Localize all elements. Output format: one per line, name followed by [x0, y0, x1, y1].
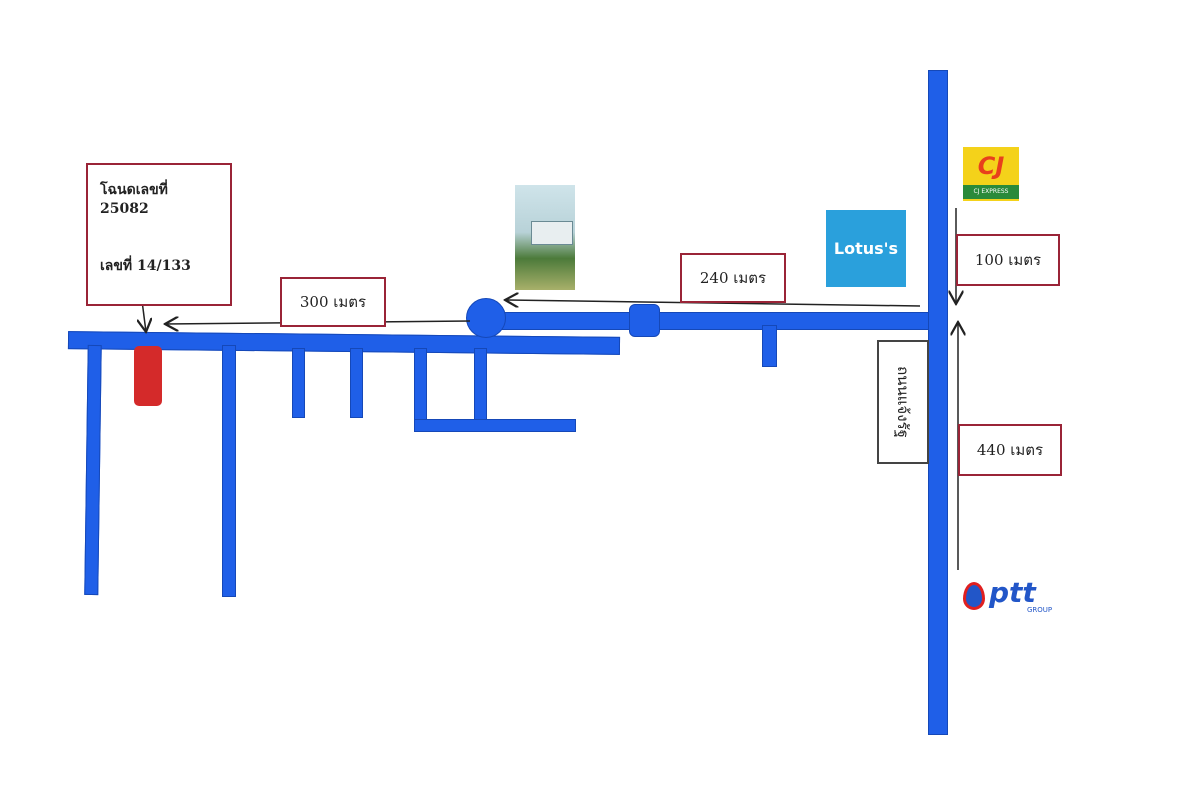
- distance-240: 240 เมตร: [680, 253, 786, 303]
- distance-300: 300 เมตร: [280, 277, 386, 327]
- lotus-logo: Lotus's: [826, 210, 906, 287]
- deed-label: โฉนดเลขที่ 25082: [100, 182, 168, 217]
- road-name: ถนนแจ้งรัฐ: [894, 366, 912, 438]
- distance-100: 100 เมตร: [956, 234, 1060, 286]
- arrow-240: [505, 300, 921, 306]
- ptt-logo: ptt GROUP: [963, 576, 1058, 616]
- plot-info-box: โฉนดเลขที่ 25082 เลขที่ 14/133: [86, 163, 232, 306]
- junction: [629, 304, 660, 337]
- road-name-label: ถนนแจ้งรัฐ: [877, 340, 929, 464]
- ptt-flame-icon: [963, 582, 985, 610]
- roundabout: [466, 298, 506, 338]
- road-side-4: [350, 348, 363, 418]
- village-photo: [515, 185, 575, 290]
- road-loop: [414, 419, 576, 432]
- road-side-2: [222, 345, 236, 597]
- plot-marker: [134, 346, 162, 406]
- cj-express-logo: CJ CJ EXPRESS: [963, 147, 1019, 201]
- house-number-label: เลขที่ 14/133: [100, 258, 191, 274]
- distance-440: 440 เมตร: [958, 424, 1062, 476]
- road-side-3: [292, 348, 305, 418]
- road-side-7: [762, 325, 777, 367]
